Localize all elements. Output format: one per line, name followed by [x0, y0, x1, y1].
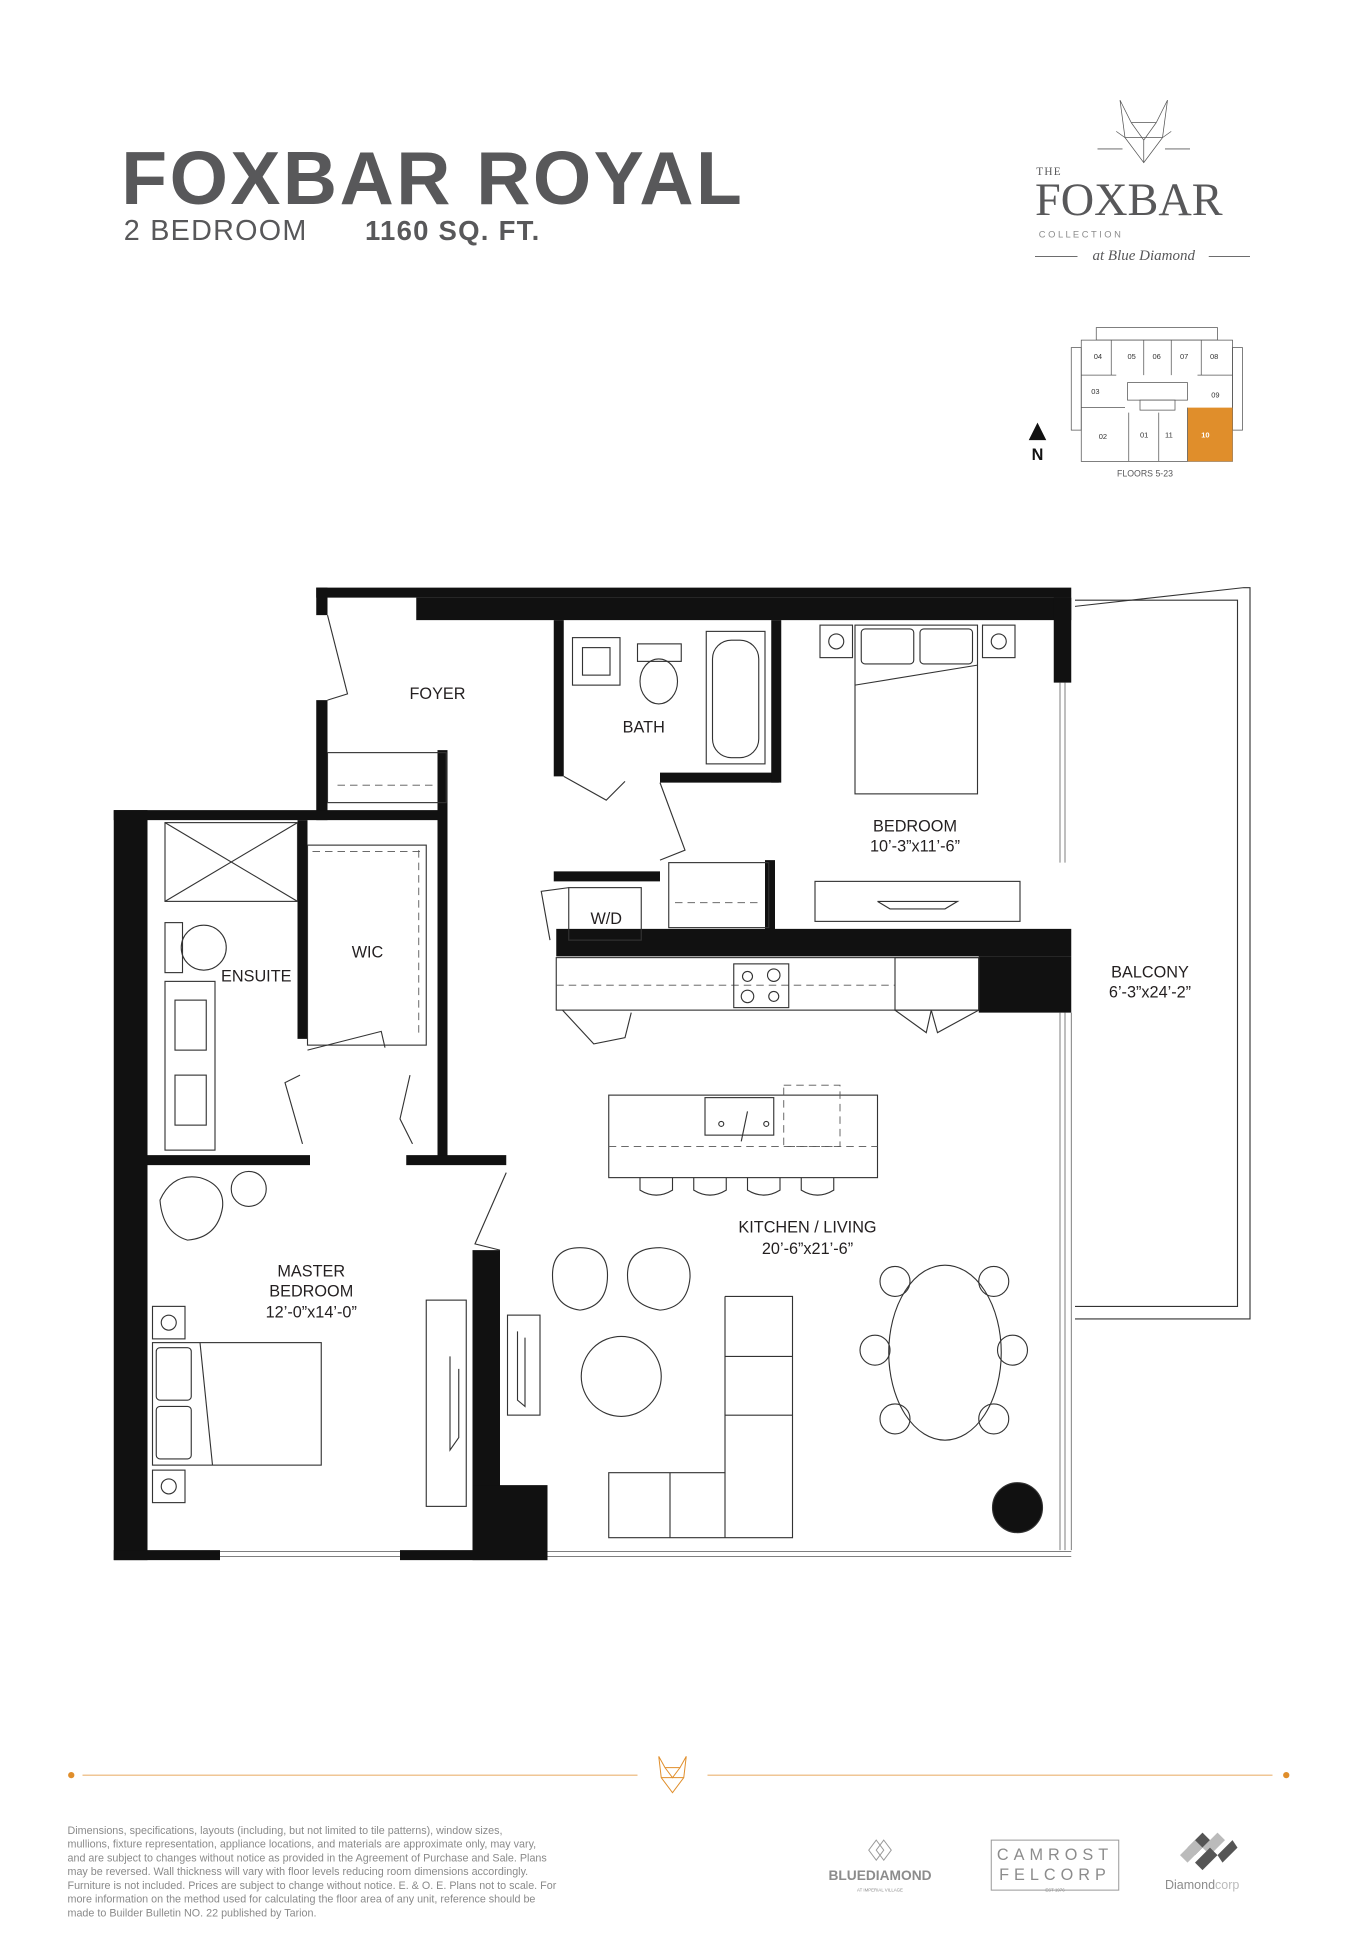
north-label: N — [1032, 446, 1044, 464]
bath-fixtures — [563, 630, 766, 861]
ensuite-fixtures — [164, 822, 507, 1251]
balcony-outline — [1074, 587, 1251, 1320]
room-dims-kitchen-living: 20’-6”x21’-6” — [762, 1240, 853, 1258]
svg-text:may be reversed. Wall thicknes: may be reversed. Wall thickness will var… — [68, 1866, 529, 1878]
highlighted-unit-10 — [1187, 407, 1233, 462]
foxbar-collection-logo: THE FOXBAR C O L L E C T I O N at Blue D… — [1035, 99, 1250, 264]
room-label-wic: WIC — [352, 944, 384, 962]
svg-text:09: 09 — [1211, 391, 1219, 400]
svg-text:more information on the method: more information on the method used for … — [68, 1894, 536, 1906]
bluediamond-logo: BLUEDIAMOND AT IMPERIAL VILLAGE — [828, 1839, 932, 1892]
disclaimer: Dimensions, specifications, layouts (inc… — [68, 1825, 557, 1920]
svg-text:06: 06 — [1153, 352, 1161, 361]
svg-text:made to Builder Bulletin NO. 2: made to Builder Bulletin NO. 22 publishe… — [68, 1907, 317, 1919]
svg-text:08: 08 — [1210, 352, 1218, 361]
room-dims-bedroom: 10’-3”x11’-6” — [870, 837, 960, 855]
bedroom-count: 2 BEDROOM — [124, 215, 308, 247]
kitchen-counter — [555, 957, 980, 1196]
svg-text:mullions, fixture representati: mullions, fixture representation, applia… — [68, 1839, 537, 1851]
key-plan-caption: FLOORS 5-23 — [1117, 468, 1173, 478]
svg-text:FELCORP: FELCORP — [999, 1866, 1111, 1884]
diamondcorp-mark-icon — [1180, 1832, 1238, 1871]
svg-text:and are subject to changes wit: and are subject to changes without notic… — [68, 1852, 547, 1864]
room-label-master-2: BEDROOM — [269, 1282, 353, 1300]
room-label-balcony: BALCONY — [1111, 964, 1189, 982]
square-footage: 1160 SQ. FT. — [365, 215, 541, 246]
key-plan: 04 05 06 07 08 03 09 02 01 11 10 FLOORS … — [1028, 327, 1243, 478]
fox-head-icon — [1116, 99, 1172, 164]
svg-text:10: 10 — [1201, 431, 1209, 440]
bedroom-furniture — [668, 624, 1021, 929]
svg-text:AT IMPERIAL VILLAGE: AT IMPERIAL VILLAGE — [857, 1887, 903, 1892]
plant-icon — [991, 1482, 1044, 1534]
room-label-kitchen-living: KITCHEN / LIVING — [738, 1219, 876, 1237]
svg-text:EST 1976: EST 1976 — [1045, 1887, 1065, 1892]
walls — [113, 587, 1072, 1561]
svg-text:CAMROST: CAMROST — [997, 1846, 1113, 1864]
logo-the: THE — [1036, 166, 1062, 178]
svg-text:02: 02 — [1099, 432, 1107, 441]
north-arrow-icon — [1028, 422, 1047, 441]
svg-text:05: 05 — [1128, 352, 1136, 361]
room-label-wd: W/D — [590, 910, 622, 928]
svg-text:07: 07 — [1180, 352, 1188, 361]
svg-text:Furniture is not included. Pri: Furniture is not included. Prices are su… — [68, 1880, 557, 1892]
logo-collection: C O L L E C T I O N — [1039, 230, 1121, 240]
room-dims-master: 12’-0”x14’-0” — [266, 1304, 357, 1322]
diamond-icon — [868, 1839, 892, 1861]
room-dims-balcony: 6’-3”x24’-2” — [1109, 984, 1191, 1002]
logo-tagline: at Blue Diamond — [1093, 248, 1196, 264]
room-label-foyer: FOYER — [410, 685, 466, 703]
room-label-ensuite: ENSUITE — [221, 967, 292, 985]
living-furniture — [506, 1247, 1044, 1539]
room-label-master-1: MASTER — [277, 1262, 345, 1280]
master-bedroom-furniture — [151, 1170, 467, 1507]
svg-text:04: 04 — [1094, 352, 1102, 361]
footer-divider — [68, 1756, 1290, 1794]
camrost-felcorp-logo: CAMROST FELCORP EST 1976 — [990, 1839, 1120, 1892]
logo-foxbar: FOXBAR — [1035, 175, 1223, 226]
diamondcorp-logo: Diamondcorp — [1165, 1832, 1239, 1892]
svg-text:03: 03 — [1091, 387, 1099, 396]
svg-text:Dimensions, specifications, la: Dimensions, specifications, layouts (inc… — [68, 1825, 503, 1837]
svg-text:01: 01 — [1140, 431, 1148, 440]
svg-text:BLUEDIAMOND: BLUEDIAMOND — [828, 1868, 931, 1883]
fox-head-icon — [658, 1756, 687, 1794]
diamondcorp-name: Diamondcorp — [1165, 1878, 1239, 1892]
svg-text:11: 11 — [1165, 431, 1173, 440]
plan-title: FOXBAR ROYAL — [121, 136, 744, 220]
room-label-bedroom: BEDROOM — [873, 817, 957, 835]
room-label-bath: BATH — [623, 719, 665, 737]
floor-plan: FOYER BATH BEDROOM 10’-3”x11’-6” BALCONY… — [113, 587, 1251, 1561]
